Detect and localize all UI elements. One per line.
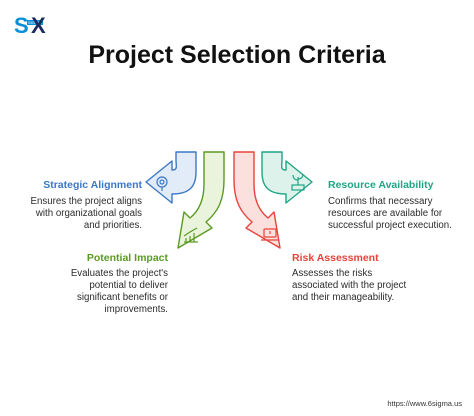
resources-plant-icon xyxy=(291,173,305,191)
potential-impact-arrow xyxy=(177,151,225,249)
strategic-alignment-arrow xyxy=(145,151,197,204)
description-line: potential to deliver xyxy=(89,280,168,291)
risk-assessment-arrow xyxy=(233,151,281,249)
description-line: significant benefits or xyxy=(76,292,168,303)
description-line: Confirms that necessary xyxy=(328,196,433,207)
resource-availability-label: Resource Availability xyxy=(328,179,434,191)
description-line: Ensures the project aligns xyxy=(30,196,142,207)
resource-availability-arrow xyxy=(261,151,313,204)
footer-url: https://www.6sigma.us xyxy=(387,399,462,408)
description-line: associated with the project xyxy=(292,280,407,291)
logo: S SIGMA X xyxy=(14,13,50,39)
risk-assessment-label: Risk Assessment xyxy=(292,252,379,264)
strategic-alignment-description: Ensures the project aligns with organiza… xyxy=(14,196,142,232)
description-line: improvements. xyxy=(104,304,168,315)
resource-availability-description: Confirms that necessary resources are av… xyxy=(328,196,472,232)
description-line: successful project execution. xyxy=(328,220,452,231)
page-title: Project Selection Criteria xyxy=(88,41,386,69)
laptop-warning-icon xyxy=(261,228,279,241)
description-line: Evaluates the project's xyxy=(70,268,168,279)
description-line: Assesses the risks xyxy=(292,268,373,279)
potential-impact-label: Potential Impact xyxy=(86,252,168,264)
description-line: and their manageability. xyxy=(292,292,395,303)
description-line: and priorities. xyxy=(83,220,142,231)
chart-growth-icon xyxy=(183,227,198,243)
description-line: resources are available for xyxy=(328,208,443,219)
risk-assessment-description: Assesses the risks associated with the p… xyxy=(292,268,452,304)
target-icon xyxy=(156,176,168,191)
logo-x: X xyxy=(31,13,46,38)
logo-s: S xyxy=(14,13,29,38)
strategic-alignment-label: Strategic Alignment xyxy=(43,179,142,191)
logo-sub: SIGMA xyxy=(27,20,43,25)
potential-impact-description: Evaluates the project's potential to del… xyxy=(38,268,168,316)
description-line: with organizational goals xyxy=(35,208,142,219)
